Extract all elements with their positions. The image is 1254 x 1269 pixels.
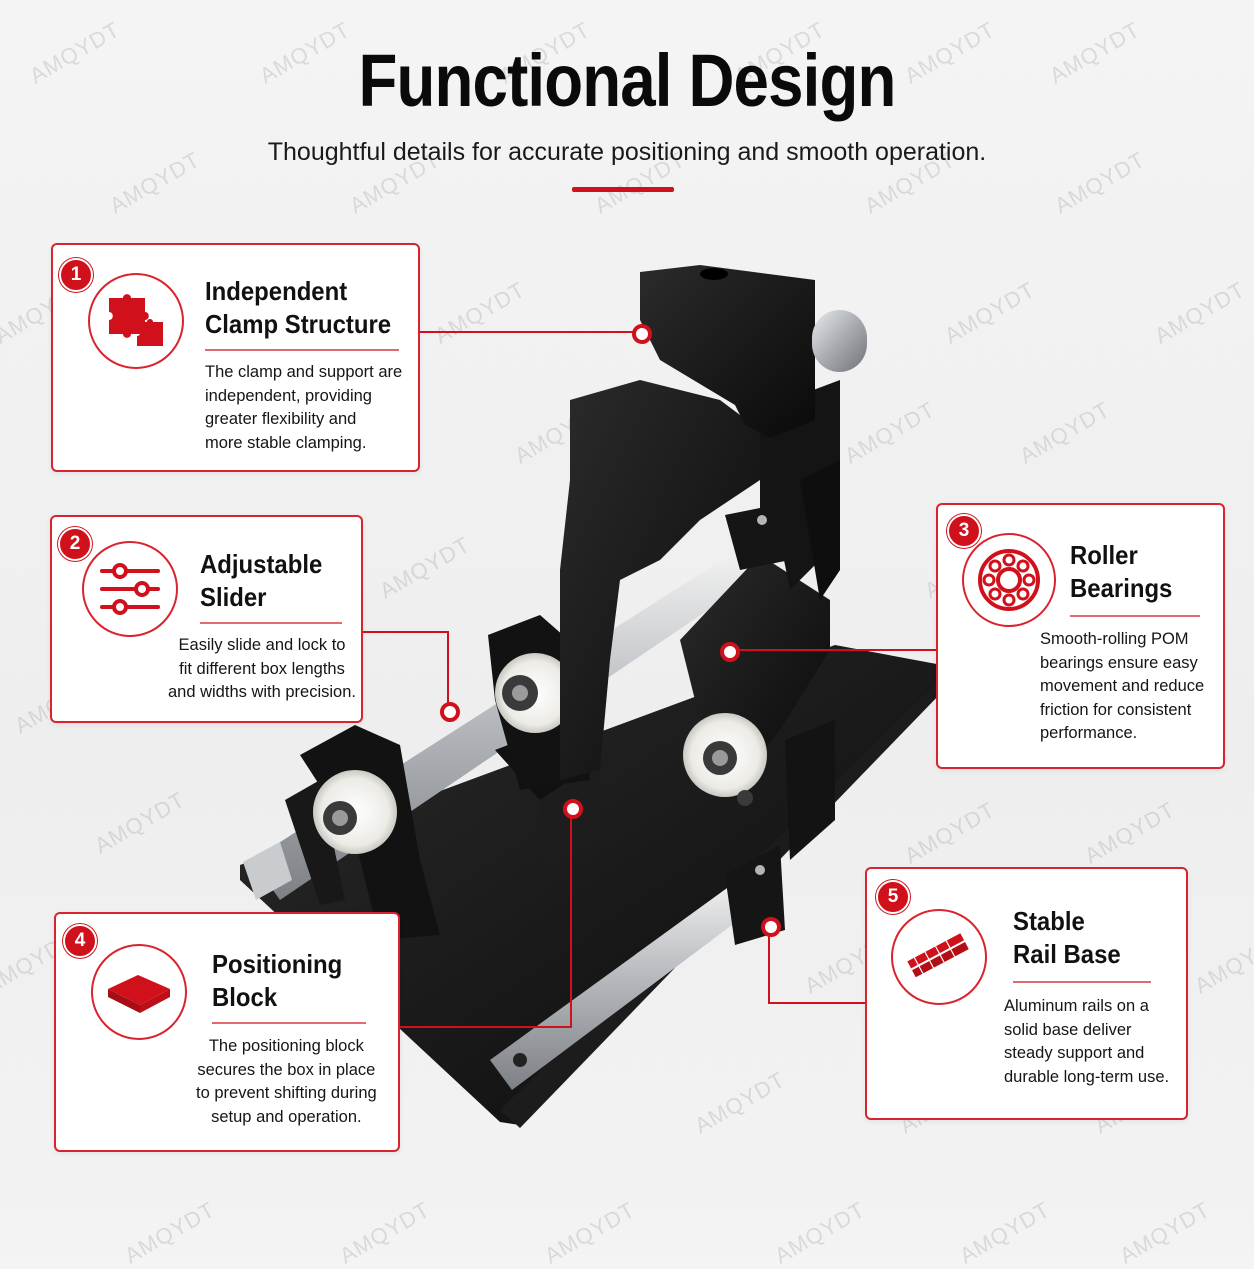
top-clamp-head [640,265,815,438]
puzzle-icon [109,294,163,346]
desc-line: fit different box lengths [179,659,345,678]
card-title-line2: Block [212,982,278,1012]
desc-line: The clamp and support are [205,363,403,381]
connector-1 [418,331,640,333]
card-title: Independent Clamp Structure [205,275,391,341]
badge-5: 5 [876,880,910,914]
connector-5b [768,1002,868,1004]
desc-line: secures the box in place [197,1060,376,1079]
clamp-frame-arch [560,380,760,780]
card-title-line1: Roller [1070,540,1138,570]
connector-2-dot [440,702,460,722]
connector-5a [768,925,770,1004]
card-title-rule [200,622,342,624]
page-subtitle: Thoughtful details for accurate position… [267,138,987,166]
back-rail-end [243,842,292,900]
connector-3-dot [720,642,740,662]
desc-line: solid base deliver [1004,1020,1132,1039]
base-plate [240,645,942,1125]
badge-1: 1 [59,258,93,292]
card-title-rule [1013,981,1151,983]
connector-2b [447,631,449,709]
rail-screw [513,1053,527,1067]
block-icon [108,975,170,1013]
card-title-rule [1070,615,1200,617]
card-description: The clamp and support are independent, p… [205,361,402,455]
badge-4: 4 [63,924,97,958]
bearing-icon [978,549,1040,611]
desc-line: to prevent shifting during [196,1084,377,1102]
sliders-icon [100,563,160,615]
connector-4b [570,806,572,1028]
card-title-line2: Bearings [1070,573,1173,603]
card-title: Roller Bearings [1070,539,1172,605]
desc-line: The positioning block [208,1037,364,1055]
card-title-line1: Stable [1013,906,1085,936]
badge-2: 2 [58,527,92,561]
desc-line: bearings ensure easy [1040,653,1198,672]
desc-line: Aluminum rails on a [1004,997,1149,1015]
connector-1-dot [632,324,652,344]
card-description: The positioning block secures the box in… [196,1035,377,1129]
feature-card-adjustable-slider: Adjustable Slider Easily slide and lock … [50,515,363,723]
connector-3 [727,649,939,651]
card-title-rule [205,349,399,351]
desc-line: steady support and [1004,1044,1145,1062]
title-divider [572,187,674,192]
connector-2a [362,631,448,633]
card-title: Stable Rail Base [1013,905,1121,971]
desc-line: more stable clamping. [205,433,367,452]
desc-line: independent, providing [205,386,372,405]
desc-line: movement and reduce [1040,677,1205,695]
desc-line: durable long-term use. [1004,1067,1170,1086]
desc-line: Smooth-rolling POM [1040,630,1189,648]
feature-card-positioning-block: Positioning Block The positioning block … [54,912,400,1152]
card-title-line2: Clamp Structure [205,309,392,339]
icon-circle [82,541,178,637]
icon-circle [891,909,987,1005]
desc-line: Easily slide and lock to [178,636,346,654]
front-rail [490,875,768,1090]
card-description: Easily slide and lock to fit different b… [168,634,356,705]
card-title-line1: Independent [205,276,348,306]
icon-circle [91,944,187,1040]
feature-card-roller-bearings: Roller Bearings Smooth-rolling POM beari… [936,503,1225,769]
card-title-line2: Slider [200,582,267,612]
card-description: Aluminum rails on a solid base deliver s… [1004,995,1169,1089]
card-title-line2: Rail Base [1013,939,1121,969]
rail-icon [907,933,969,978]
desc-line: friction for consistent [1040,700,1192,719]
connector-4-dot [563,799,583,819]
connector-4a [398,1026,571,1028]
desc-line: setup and operation. [211,1107,362,1126]
feature-card-independent-clamp: Independent Clamp Structure The clamp an… [51,243,420,472]
icon-circle [962,533,1056,627]
card-title-line1: Positioning [212,949,343,979]
connector-5-dot [761,917,781,937]
badge-3: 3 [947,514,981,548]
card-title-rule [212,1022,366,1024]
top-aluminum-roller [812,310,867,372]
feature-card-stable-rail-base: Stable Rail Base Aluminum rails on a sol… [865,867,1188,1120]
desc-line: greater flexibility and [205,410,357,428]
card-description: Smooth-rolling POM bearings ensure easy … [1040,628,1204,746]
card-title: Adjustable Slider [200,548,322,614]
card-title: Positioning Block [212,948,342,1014]
desc-line: and widths with precision. [167,683,356,701]
icon-circle [88,273,184,369]
desc-line: performance. [1040,724,1138,742]
page-title: Functional Design [358,39,897,122]
card-title-line1: Adjustable [200,549,323,579]
